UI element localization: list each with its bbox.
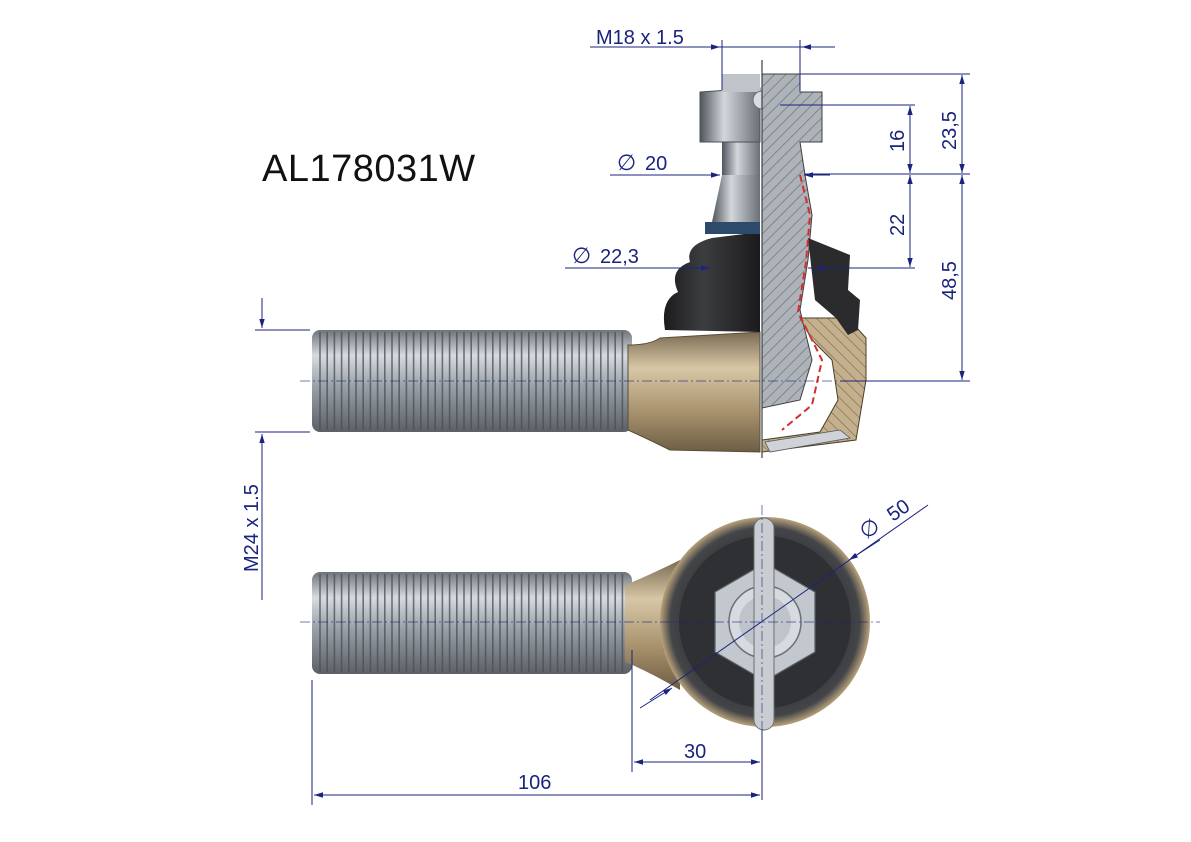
- rubber-boot-side: [663, 232, 760, 332]
- diameter-symbol-3: ∅: [855, 513, 885, 544]
- dim-stud-thread: M18 x 1.5: [596, 27, 684, 49]
- dim-offset: 30: [684, 741, 706, 763]
- diameter-symbol-2: ∅: [572, 243, 591, 268]
- top-view: [312, 517, 870, 731]
- dim-cone-length: 22: [887, 214, 909, 236]
- diameter-symbol-1: ∅: [617, 150, 636, 175]
- threaded-shank-top: [312, 572, 632, 674]
- section-stud: [761, 73, 823, 409]
- dim-head-diameter: 50: [883, 495, 914, 526]
- dim-overall-length: 106: [518, 772, 551, 794]
- stud-cone-side: [712, 172, 760, 222]
- castle-nut-side: [699, 87, 761, 143]
- section-boot: [808, 238, 860, 335]
- dimensions: [255, 40, 970, 805]
- dim-stud-top: 23,5: [939, 111, 961, 150]
- dim-cone-diameter: 22,3: [600, 246, 639, 268]
- cotter-pin-top: [753, 517, 775, 731]
- part-number-title: AL178031W: [262, 148, 476, 190]
- dim-nut-height: 16: [887, 130, 909, 152]
- dim-shank-thread: M24 x 1.5: [241, 484, 263, 572]
- dim-stud-to-axis: 48,5: [939, 261, 961, 300]
- dim-neck-diameter: 20: [645, 153, 667, 175]
- housing-side: [627, 331, 761, 453]
